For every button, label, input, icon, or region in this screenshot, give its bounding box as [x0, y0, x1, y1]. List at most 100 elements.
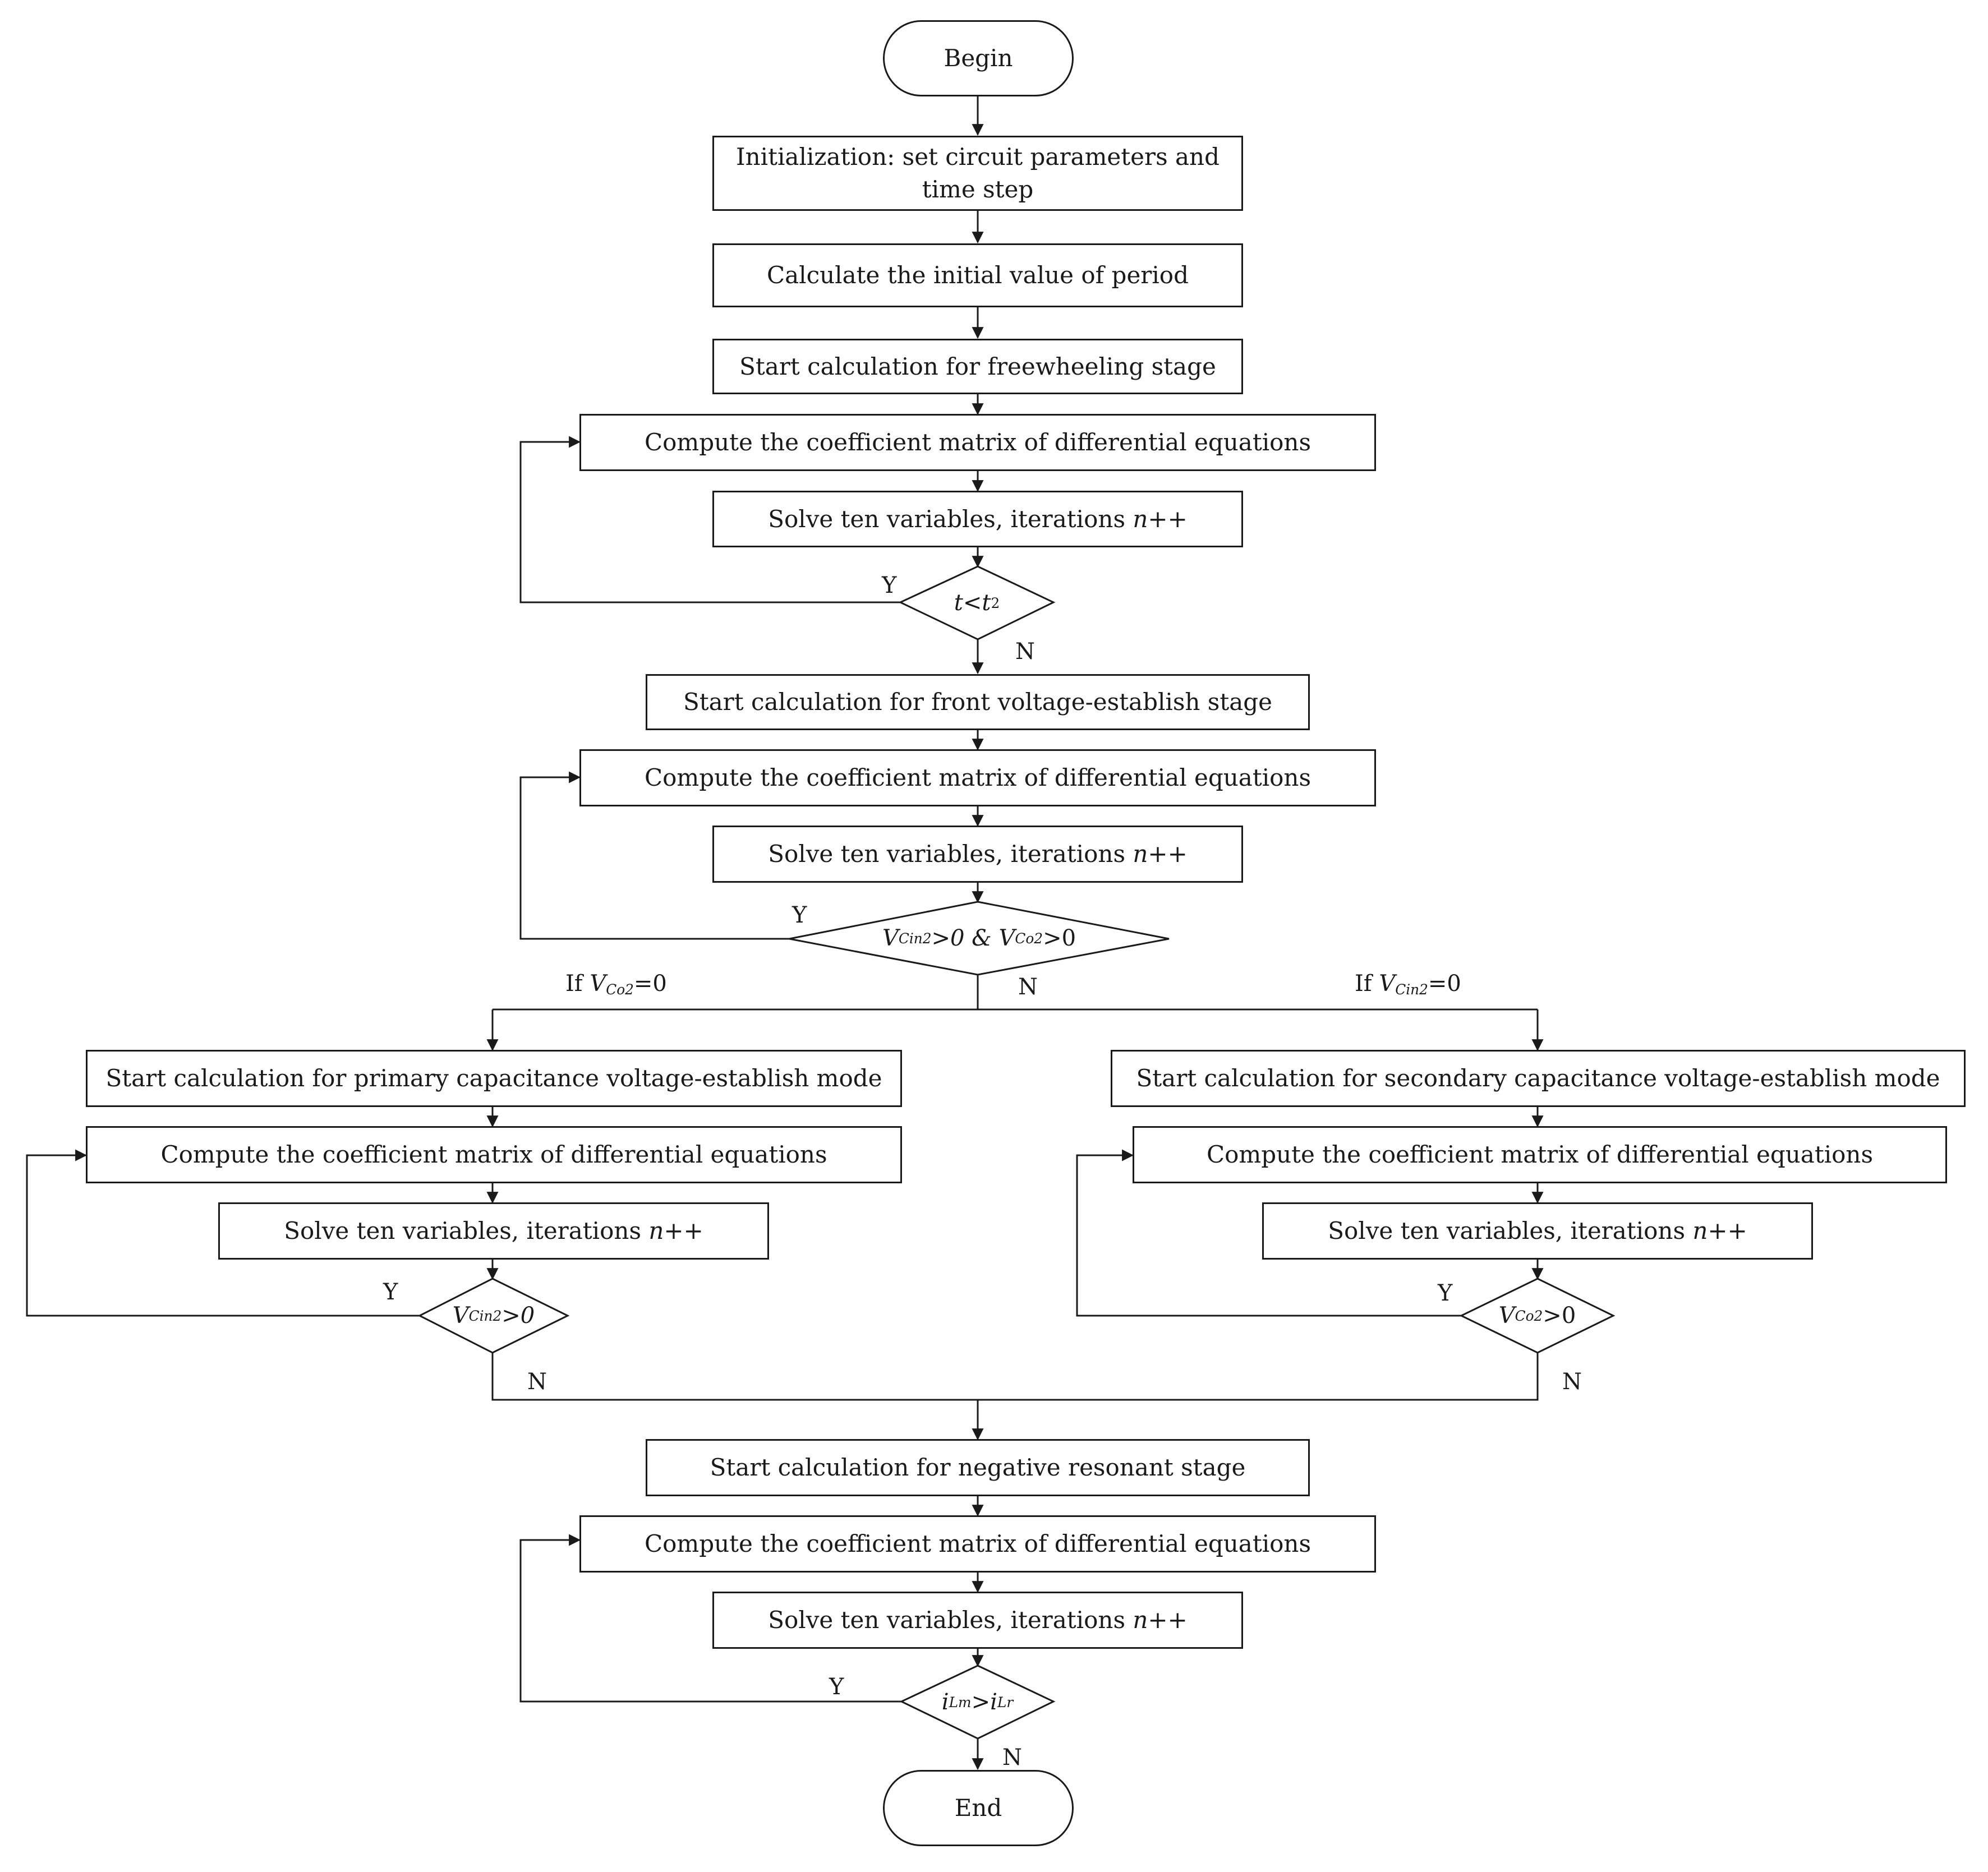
condition-right-t: >0: [1543, 1303, 1576, 1329]
solve-label-2: Solve ten variables, iterations n++: [768, 838, 1188, 870]
solve-box-right: Solve ten variables, iterations n++: [1262, 1202, 1813, 1260]
condition-4-i2: i: [990, 1689, 997, 1715]
loop-arrow-left: [26, 1149, 420, 1317]
stage1-label: Start calculation for freewheeling stage: [739, 352, 1216, 380]
init-label: Initialization: set circuit parameters a…: [736, 143, 1220, 203]
no-label-4: N: [1002, 1745, 1022, 1770]
stage3-right-label: Start calculation for secondary capacita…: [1136, 1064, 1940, 1092]
branch-right-post: =0: [1428, 971, 1461, 997]
compute-label-left: Compute the coefficient matrix of differ…: [160, 1141, 827, 1168]
condition-right-v: V: [1498, 1303, 1515, 1329]
compute-box-1: Compute the coefficient matrix of differ…: [579, 414, 1376, 471]
solve-box-2: Solve ten variables, iterations n++: [712, 826, 1243, 883]
calc-period-box: Calculate the initial value of period: [712, 243, 1243, 307]
solve-label-4: Solve ten variables, iterations n++: [768, 1604, 1188, 1636]
condition-left-t: >0: [501, 1303, 535, 1329]
solve-prefix-1: Solve ten variables, iterations: [768, 505, 1133, 533]
compute-box-left: Compute the coefficient matrix of differ…: [86, 1126, 902, 1183]
solve-var-1: n++: [1133, 505, 1188, 533]
condition-4-s1: Lm: [949, 1694, 972, 1710]
decision-diamond-right: [1459, 1278, 1616, 1354]
branch-label-left: If VCo2=0: [565, 970, 667, 1003]
stage2-box: Start calculation for front voltage-esta…: [646, 674, 1310, 730]
yes-label-1: Y: [882, 573, 897, 598]
condition-4-s2: Lr: [997, 1694, 1014, 1710]
solve-box-left: Solve ten variables, iterations n++: [218, 1202, 769, 1260]
compute-box-right: Compute the coefficient matrix of differ…: [1133, 1126, 1947, 1183]
solve-box-1: Solve ten variables, iterations n++: [712, 491, 1243, 547]
yes-label-4: Y: [829, 1674, 844, 1700]
stage4-label: Start calculation for negative resonant …: [710, 1454, 1246, 1481]
solve-var-4: n++: [1133, 1606, 1188, 1634]
solve-prefix-4: Solve ten variables, iterations: [768, 1606, 1133, 1634]
no-label-right: N: [1562, 1369, 1582, 1395]
solve-var-right: n++: [1692, 1217, 1747, 1244]
merge-bar: [491, 1353, 1539, 1401]
no-label-left: N: [527, 1369, 547, 1395]
solve-label-left: Solve ten variables, iterations n++: [284, 1215, 703, 1247]
solve-prefix-left: Solve ten variables, iterations: [284, 1217, 649, 1244]
init-box: Initialization: set circuit parameters a…: [712, 136, 1243, 211]
stage3-left-box: Start calculation for primary capacitanc…: [86, 1050, 902, 1107]
stage3-left-label: Start calculation for primary capacitanc…: [105, 1064, 882, 1092]
decision-diamond-4: [899, 1664, 1056, 1740]
condition-2-s1: Cin2: [898, 930, 932, 947]
condition-2-t1: >0 &: [931, 925, 999, 951]
compute-label-right: Compute the coefficient matrix of differ…: [1206, 1141, 1874, 1168]
compute-box-4: Compute the coefficient matrix of differ…: [579, 1515, 1376, 1573]
decision-diamond-2: [789, 901, 1170, 976]
decision-diamond-left: [417, 1278, 570, 1354]
compute-label-1: Compute the coefficient matrix of differ…: [644, 428, 1311, 456]
condition-1-sub: 2: [991, 594, 1000, 611]
compute-box-2: Compute the coefficient matrix of differ…: [579, 749, 1376, 806]
loop-arrow-right: [1076, 1149, 1461, 1317]
calc-period-label: Calculate the initial value of period: [767, 261, 1189, 289]
end-terminal: End: [883, 1770, 1074, 1846]
branch-label-right: If VCin2=0: [1355, 970, 1461, 1003]
condition-2-t2: >0: [1043, 925, 1076, 951]
solve-var-left: n++: [648, 1217, 703, 1244]
begin-label: Begin: [944, 44, 1013, 72]
yes-label-2: Y: [792, 902, 807, 928]
solve-label-right: Solve ten variables, iterations n++: [1328, 1215, 1747, 1247]
stage4-box: Start calculation for negative resonant …: [646, 1439, 1310, 1496]
condition-4-i1: i: [941, 1689, 949, 1715]
loop-arrow-1: [519, 436, 900, 603]
branch-left-s: Co2: [606, 981, 634, 998]
solve-var-2: n++: [1133, 840, 1188, 868]
condition-2-v1: V: [882, 925, 899, 951]
solve-prefix-right: Solve ten variables, iterations: [1328, 1217, 1693, 1244]
loop-arrow-2: [519, 771, 789, 940]
condition-2-v2: V: [998, 925, 1015, 951]
stage3-right-box: Start calculation for secondary capacita…: [1111, 1050, 1966, 1107]
branch-right-v: V: [1379, 971, 1396, 997]
stage2-label: Start calculation for front voltage-esta…: [683, 688, 1273, 716]
yes-label-right: Y: [1438, 1280, 1453, 1306]
branch-left-v: V: [590, 971, 606, 997]
branch-right-pre: If: [1355, 971, 1379, 997]
branch-right-s: Cin2: [1395, 981, 1428, 998]
condition-left-v: V: [452, 1303, 469, 1329]
begin-terminal: Begin: [883, 20, 1074, 96]
condition-1-text: t<t: [954, 590, 991, 616]
condition-left-s: Cin2: [468, 1307, 502, 1324]
compute-label-2: Compute the coefficient matrix of differ…: [644, 764, 1311, 791]
no-label-1: N: [1015, 639, 1035, 665]
no-label-2: N: [1018, 974, 1038, 1000]
branch-left-post: =0: [633, 971, 667, 997]
condition-right-s: Co2: [1515, 1307, 1543, 1324]
loop-arrow-4: [519, 1534, 901, 1703]
solve-prefix-2: Solve ten variables, iterations: [768, 840, 1133, 868]
yes-label-left: Y: [383, 1279, 398, 1305]
stage1-box: Start calculation for freewheeling stage: [712, 339, 1243, 394]
compute-label-4: Compute the coefficient matrix of differ…: [644, 1530, 1311, 1557]
decision-diamond-1: [898, 565, 1056, 640]
solve-label-1: Solve ten variables, iterations n++: [768, 503, 1188, 536]
